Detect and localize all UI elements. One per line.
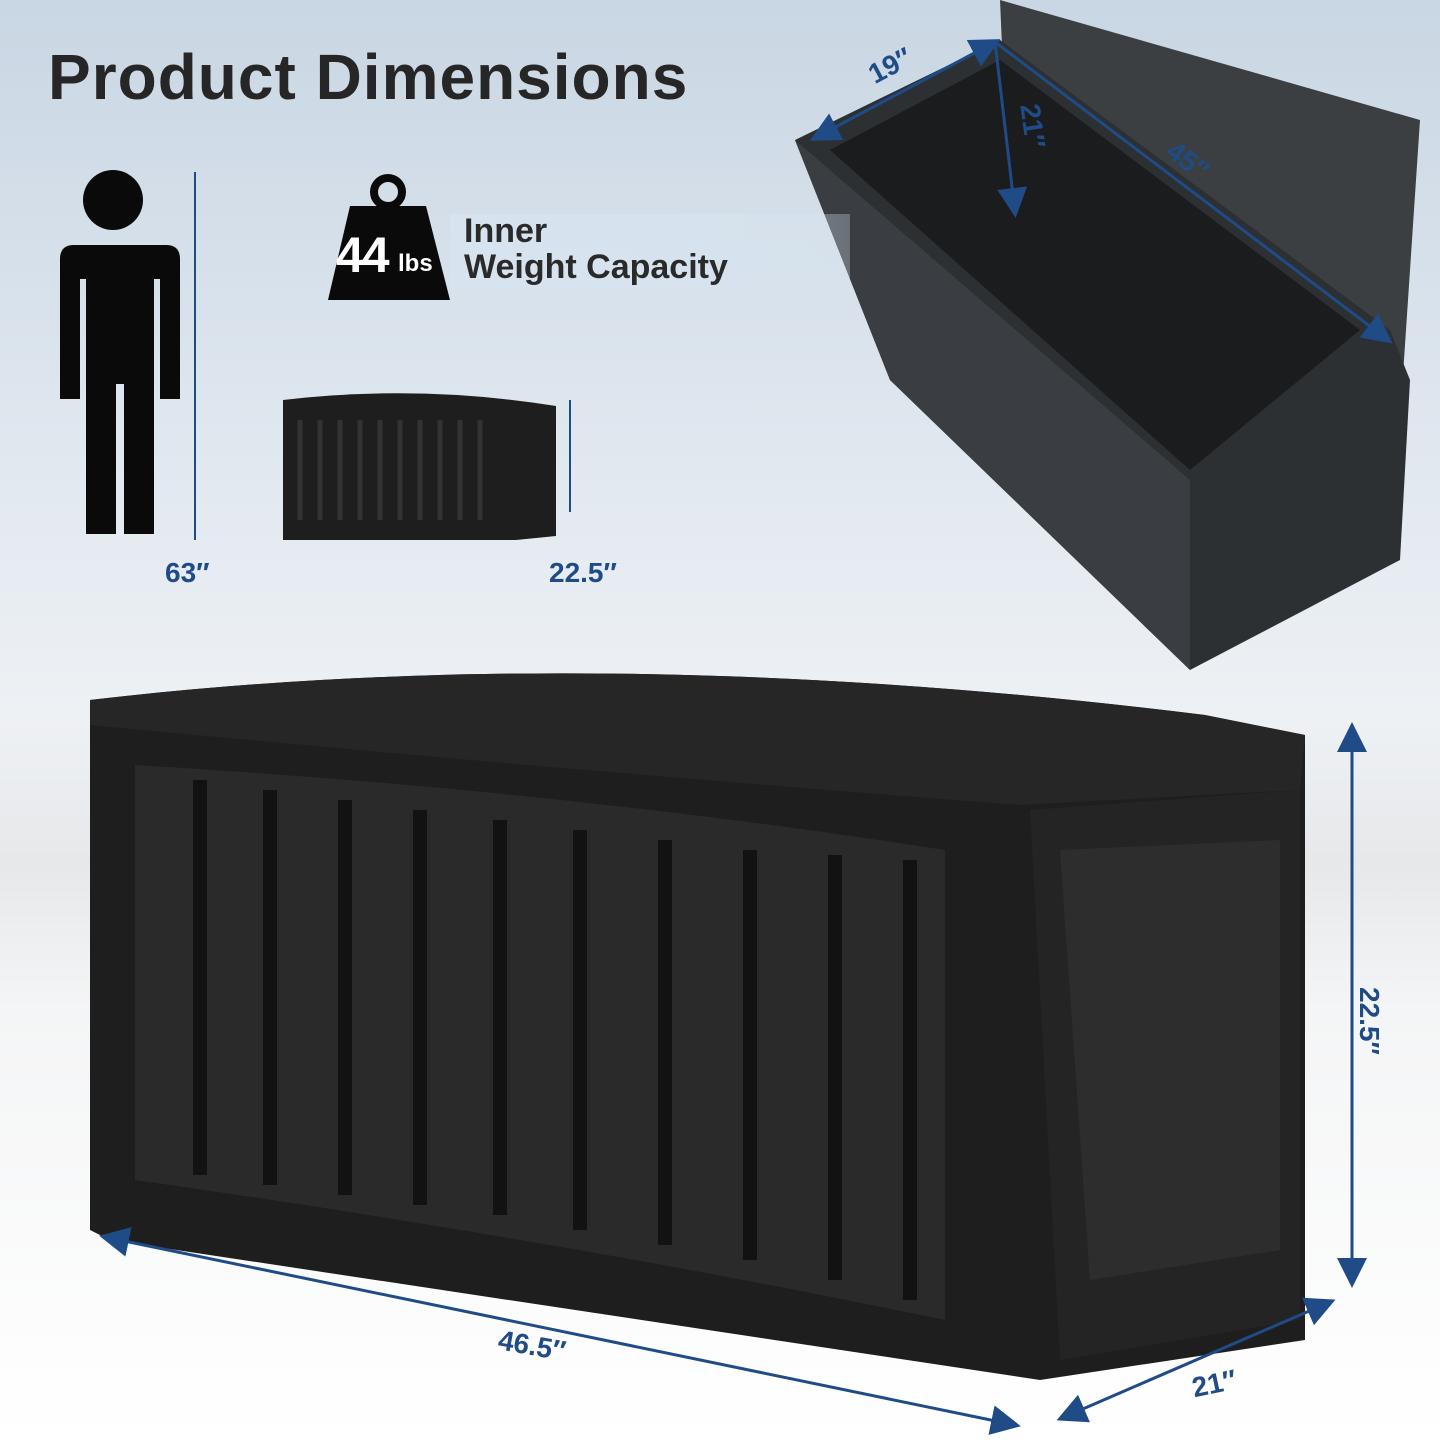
small-storage-box: [283, 393, 556, 540]
page-title: Product Dimensions: [48, 41, 689, 113]
person-silhouette: [60, 170, 180, 534]
capacity-label-line1: Inner: [464, 212, 548, 250]
weight-value: 44: [336, 227, 390, 283]
weight-unit: lbs: [398, 250, 433, 277]
inner-height-arrow: [993, 41, 1028, 218]
outer-length-arrow: [99, 1227, 1021, 1435]
weight-icon: [328, 174, 450, 300]
main-storage-box: [90, 673, 1305, 1380]
capacity-band: [450, 214, 850, 288]
inner-length-arrow: [994, 40, 1393, 344]
inner-height-label: 21″: [1014, 101, 1052, 151]
outer-depth-arrow: [1056, 1297, 1336, 1423]
outer-height-label: 22.5″: [1353, 987, 1385, 1055]
small-box-height-label: 22.5″: [549, 557, 617, 588]
inner-depth-arrow: [809, 39, 1001, 141]
person-height-label: 63″: [165, 557, 210, 588]
open-storage-box: [795, 0, 1420, 670]
capacity-label-line2: Weight Capacity: [464, 248, 728, 286]
